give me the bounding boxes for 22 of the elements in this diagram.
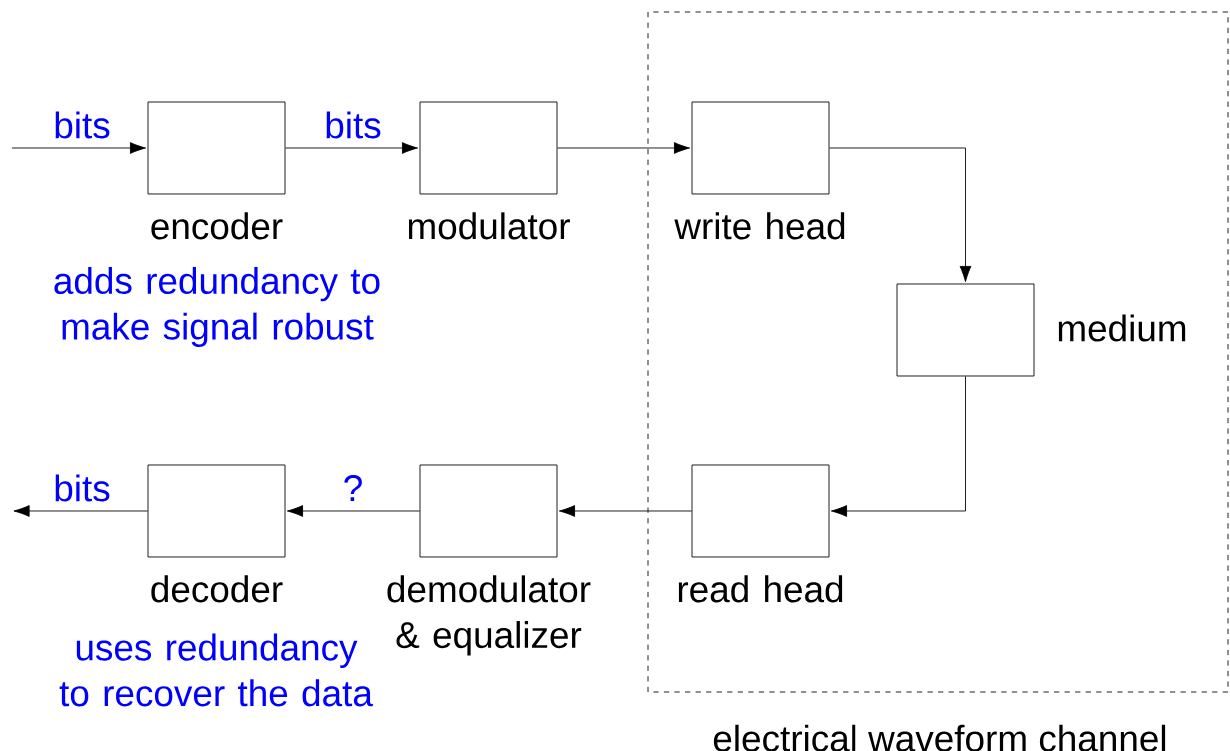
arrow xyxy=(285,142,419,154)
annotation: adds redundancy to make signal robust xyxy=(54,266,380,348)
edge-label: bits xyxy=(322,109,384,141)
arrow xyxy=(557,142,691,154)
arrow xyxy=(829,147,972,283)
block-label: medium xyxy=(1058,314,1186,342)
block-label: encoder xyxy=(151,212,283,240)
block-label: write head xyxy=(674,212,845,240)
edge-label: bits xyxy=(51,109,113,141)
arrow xyxy=(286,505,420,517)
arrow xyxy=(830,376,966,517)
arrow xyxy=(558,505,692,517)
block-label: read head xyxy=(678,575,843,603)
edge-label: ? xyxy=(341,473,366,503)
arrow xyxy=(11,142,147,154)
edge-label: bits xyxy=(51,472,113,504)
annotation: uses redundancy to recover the data xyxy=(59,633,373,707)
arrow xyxy=(13,505,148,517)
block-label: decoder xyxy=(151,575,283,603)
block-label: modulator xyxy=(408,212,570,240)
channel-label: electrical waveform channel xyxy=(713,724,1166,751)
block-label: demodulator & equalizer xyxy=(387,575,591,656)
